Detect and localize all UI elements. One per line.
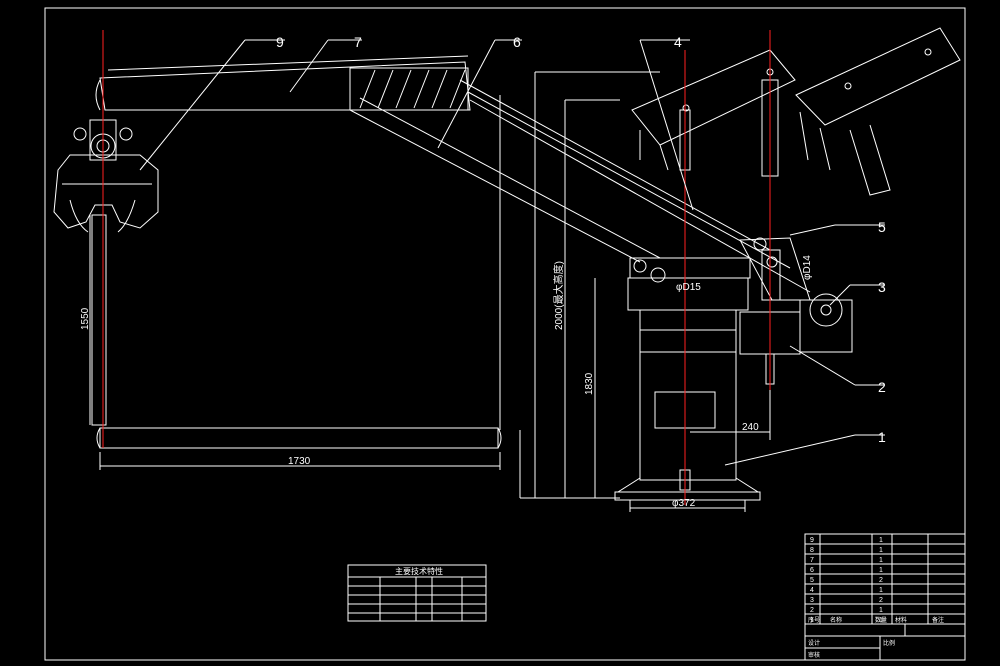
bracket	[629, 237, 811, 301]
parts-row-qty: 1	[879, 547, 883, 554]
callout-3: 3	[878, 279, 886, 295]
spec-table: 主要技术特性	[347, 564, 487, 622]
hydraulic-strut	[349, 79, 811, 293]
callout-9: 9	[276, 34, 284, 50]
parts-row-qty: 1	[879, 587, 883, 594]
parts-row-no: 1	[810, 617, 814, 624]
callout-4: 4	[674, 34, 682, 50]
dim-240: 240	[742, 422, 759, 433]
motor-assembly	[739, 293, 853, 385]
spec-table-title: 主要技术特性	[395, 566, 443, 576]
callout-7: 7	[354, 34, 362, 50]
parts-row-no: 5	[810, 577, 814, 584]
dim-1830: 1830	[584, 372, 595, 395]
parts-row-no: 6	[810, 567, 814, 574]
header-material: 材料	[895, 616, 907, 624]
parts-row-qty: 2	[879, 597, 883, 604]
parts-row-no: 2	[810, 607, 814, 614]
dim-2000: 2000(最大高度)	[552, 261, 565, 330]
dimension-texts: 1550 1730 2000(最大高度) 1830 240 φ372 φD15 …	[80, 255, 813, 509]
parts-row-no: 7	[810, 557, 814, 564]
title-checker: 审核	[808, 651, 820, 659]
label-d14: φD14	[802, 255, 813, 280]
header-name: 名称	[830, 616, 842, 624]
left-post	[89, 95, 502, 470]
label-d15: φD15	[676, 282, 701, 293]
detail-view	[631, 27, 961, 196]
parts-row-no: 9	[810, 537, 814, 544]
parts-list-rows: 9 1 8 1 7 1 6 1 5 2 4 1 3 2 2 1 1 1	[805, 537, 965, 625]
header-no: 序号	[808, 616, 820, 624]
boom-arm	[95, 55, 471, 111]
callout-5: 5	[878, 219, 886, 235]
parts-row-qty: 1	[879, 617, 883, 624]
dim-1730: 1730	[288, 456, 311, 467]
callout-labels: 9 7 6 4 5 3 2 1	[276, 34, 886, 445]
callout-leaders	[139, 39, 885, 466]
parts-row-qty: 1	[879, 537, 883, 544]
title-designer: 设计	[808, 639, 820, 647]
parts-row-qty: 1	[879, 567, 883, 574]
gripper-head	[53, 119, 159, 233]
parts-list-header: 序号 名称 数量 材料 备注 设计 审核 比例	[808, 616, 944, 659]
centerlines	[102, 30, 771, 505]
parts-row-qty: 1	[879, 557, 883, 564]
callout-1: 1	[878, 429, 886, 445]
dim-372: φ372	[672, 498, 696, 509]
dim-1550: 1550	[80, 307, 91, 330]
callout-6: 6	[513, 34, 521, 50]
column-base	[614, 277, 761, 512]
title-scale: 比例	[883, 639, 895, 647]
callout-2: 2	[878, 379, 886, 395]
parts-row-no: 8	[810, 547, 814, 554]
drawing-frame	[44, 7, 966, 661]
parts-row-no: 3	[810, 597, 814, 604]
parts-row-qty: 2	[879, 577, 883, 584]
parts-row-qty: 1	[879, 607, 883, 614]
header-qty: 数量	[875, 616, 887, 624]
parts-row-no: 4	[810, 587, 814, 594]
header-note: 备注	[932, 616, 944, 624]
